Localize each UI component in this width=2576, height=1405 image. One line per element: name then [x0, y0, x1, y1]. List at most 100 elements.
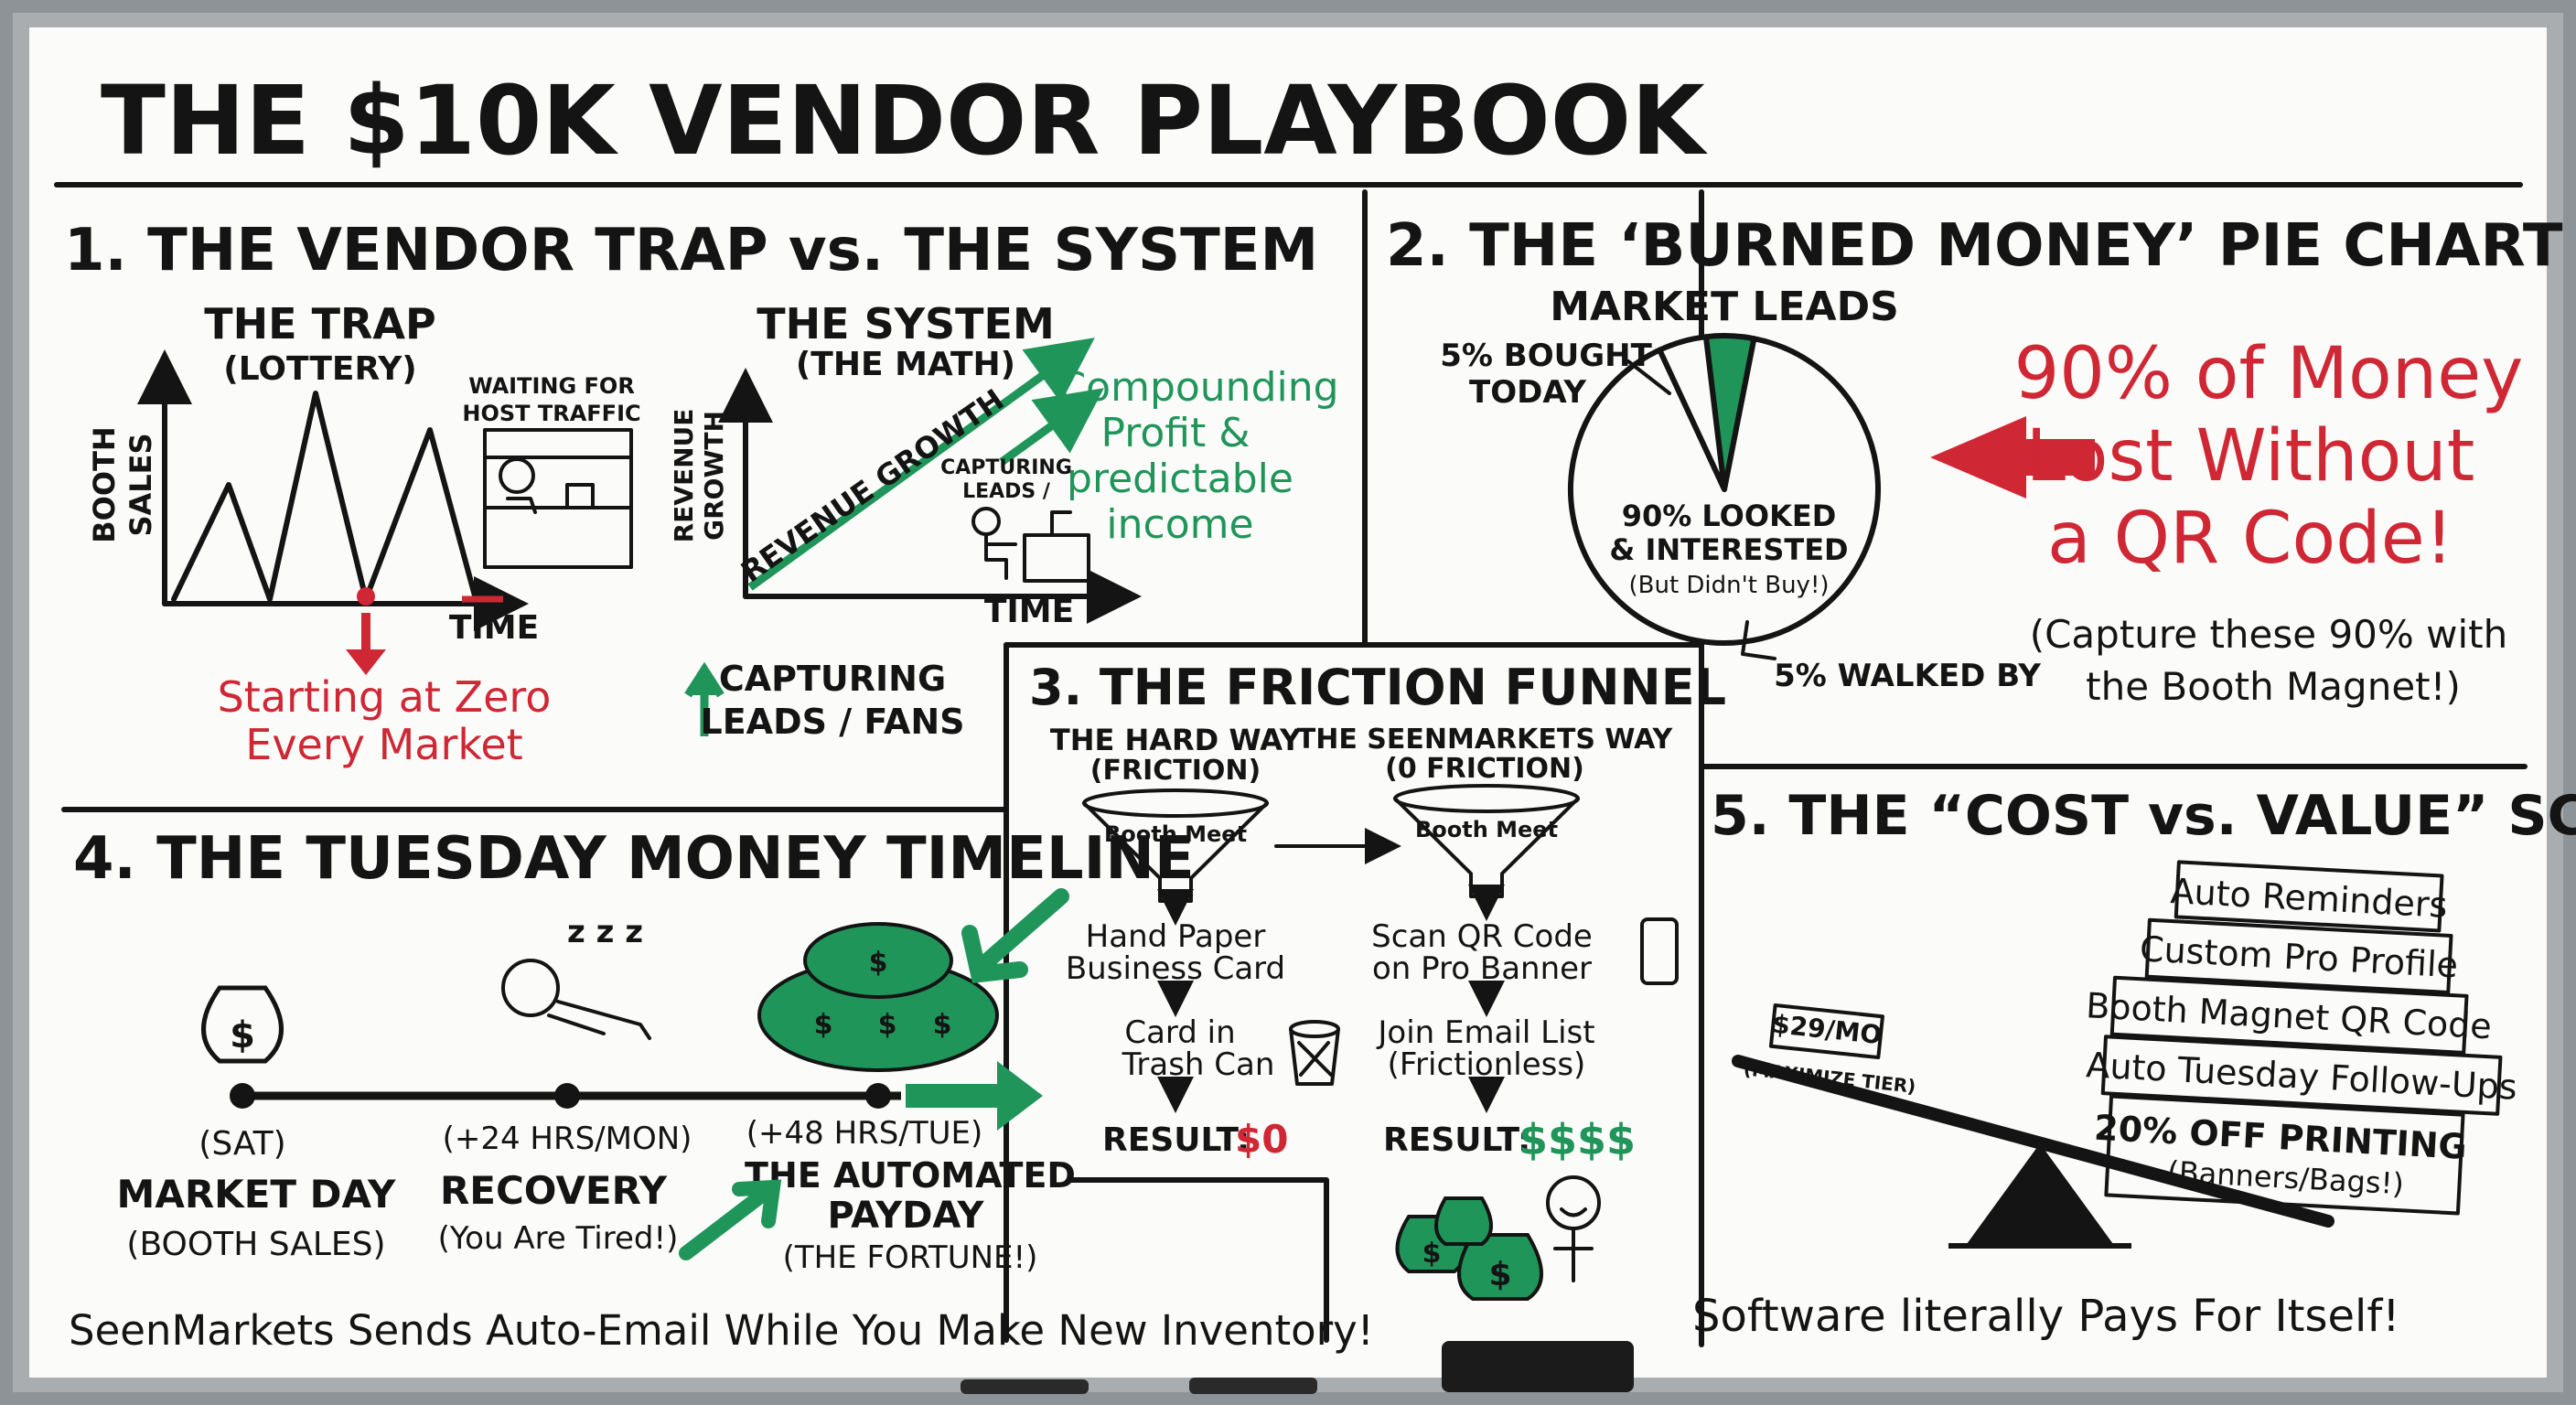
seen-step: Scan QR Code — [1371, 918, 1593, 955]
value-block — [2144, 917, 2453, 994]
pie-title: MARKET LEADS — [1550, 284, 1899, 330]
timeline-label: (BOOTH SALES) — [126, 1226, 385, 1263]
red-arrow-icon — [1930, 416, 2095, 499]
funnel-label: Booth Meet — [1104, 821, 1247, 847]
green-arrow-icon — [679, 1179, 782, 1260]
svg-text:$: $ — [933, 1009, 952, 1041]
hard-way-label: (FRICTION) — [1090, 755, 1261, 787]
result-label: RESULT: — [1102, 1121, 1250, 1159]
zero-arrow-icon — [346, 649, 386, 675]
section4-footer: SeenMarkets Sends Auto-Email While You M… — [69, 1306, 1374, 1355]
svg-text:$: $ — [814, 1009, 833, 1041]
marker — [961, 1379, 1089, 1394]
system-subtitle: (THE MATH) — [796, 346, 1015, 383]
capturing-small-label: CAPTURING — [940, 456, 1072, 479]
timeline-arrow-icon — [906, 1061, 1043, 1131]
seen-step: (Frictionless) — [1388, 1046, 1586, 1083]
trash-can-icon — [1289, 1020, 1340, 1086]
hard-step: Trash Can — [1122, 1046, 1275, 1083]
system-y-label: REVENUE — [669, 409, 699, 543]
looked-label: (But Didn't Buy!) — [1628, 572, 1829, 599]
timeline-label: (+48 HRS/TUE) — [746, 1115, 982, 1152]
money-lost-note: a QR Code! — [2047, 498, 2453, 580]
smiley-person-icon — [1546, 1175, 1601, 1282]
timeline-label: RECOVERY — [440, 1168, 668, 1213]
desk-worker-icon — [971, 507, 1090, 583]
funnel-label: Booth Meet — [1415, 817, 1558, 842]
seen-step: Join Email List — [1376, 1014, 1594, 1051]
section5-heading: 5. THE “COST vs. VALUE” SCALE — [1711, 784, 2576, 848]
timeline-label: (THE FORTUNE!) — [783, 1239, 1038, 1276]
capture-note: (Capture these 90% with — [2030, 612, 2508, 657]
walked-label: 5% WALKED BY — [1774, 658, 2041, 694]
board-title: THE $10K VENDOR PLAYBOOK — [101, 65, 1708, 177]
trap-x-label: TIME — [449, 609, 539, 647]
timeline-label: (SAT) — [199, 1125, 285, 1163]
capturing-leads-label: CAPTURING — [719, 659, 946, 699]
money-bag-icon: $ $ — [1395, 1196, 1543, 1301]
sleeping-person-icon — [501, 959, 651, 1040]
hard-step: Card in — [1124, 1014, 1235, 1051]
compounding-note: Profit & — [1100, 410, 1250, 456]
money-pile-icon: $ $ $ $ — [757, 922, 999, 1072]
trap-zero-point — [357, 587, 375, 606]
system-title: THE SYSTEM — [757, 299, 1054, 349]
timeline-point — [554, 1083, 580, 1109]
bought-label: 5% BOUGHT — [1440, 338, 1652, 374]
trap-subtitle: (LOTTERY) — [223, 350, 417, 388]
seen-way-label: THE SEENMARKETS WAY — [1297, 724, 1674, 756]
timeline-label: (You Are Tired!) — [438, 1220, 679, 1257]
svg-text:$: $ — [1488, 1256, 1511, 1293]
growth-arrow — [999, 388, 1104, 466]
system-x-label: TIME — [984, 593, 1074, 630]
timeline-label: (+24 HRS/MON) — [443, 1121, 692, 1157]
capturing-leads-label: LEADS / FANS — [700, 702, 964, 742]
hard-way-label: THE HARD WAY — [1050, 723, 1302, 757]
capture-note: the Booth Magnet!) — [2086, 664, 2461, 709]
hard-result: $0 — [1235, 1117, 1288, 1162]
section3-heading: 3. THE FRICTION FUNNEL — [1029, 659, 1726, 716]
zero-note: Every Market — [245, 720, 522, 769]
seen-result: $$$$ — [1519, 1115, 1636, 1164]
waiting-label: HOST TRAFFIC — [462, 401, 640, 426]
section4-heading: 4. THE TUESDAY MONEY TIMELINE — [73, 825, 1195, 893]
seesaw-beam — [1732, 1055, 2334, 1228]
compounding-note: predictable — [1067, 456, 1293, 502]
eraser — [1442, 1341, 1634, 1392]
trap-line — [171, 391, 478, 602]
section1-heading: 1. THE VENDOR TRAP vs. THE SYSTEM — [64, 217, 1318, 284]
compounding-note: Compounding — [1057, 364, 1338, 411]
trap-title: THE TRAP — [204, 299, 435, 349]
money-lost-note: Lost Without — [2026, 415, 2475, 498]
zero-note: Starting at Zero — [218, 672, 552, 722]
timeline-label: MARKET DAY — [117, 1172, 396, 1217]
timeline-point — [865, 1083, 891, 1109]
hard-step: Business Card — [1066, 950, 1285, 987]
bought-label: TODAY — [1469, 374, 1586, 411]
marker — [1189, 1378, 1317, 1394]
price-tag — [1768, 1003, 1884, 1060]
pie-chart — [1568, 333, 1881, 646]
timeline-label: THE AUTOMATED — [745, 1155, 1076, 1196]
vendor-booth-icon — [483, 428, 633, 569]
zzz-label: z z z — [567, 914, 643, 950]
value-block — [2109, 975, 2469, 1055]
pie-slice-walked — [1657, 334, 1727, 492]
seen-way-label: (0 FRICTION) — [1385, 753, 1584, 785]
bought-pointer — [1626, 359, 1671, 395]
capturing-arrow-icon — [684, 661, 724, 736]
capturing-small-label: LEADS / — [962, 480, 1051, 503]
seen-step: on Pro Banner — [1372, 950, 1592, 987]
growth-line — [747, 338, 1095, 591]
section2-heading: 2. THE ‘BURNED MONEY’ PIE CHART — [1386, 212, 2563, 280]
money-lost-note: 90% of Money — [2014, 333, 2524, 415]
svg-text:$: $ — [230, 1014, 255, 1056]
svg-text:$: $ — [878, 1009, 897, 1041]
result-label: RESULT: — [1383, 1121, 1530, 1159]
trap-y-label: SALES — [123, 433, 158, 536]
hard-step: Hand Paper — [1086, 918, 1266, 955]
looked-label: & INTERESTED — [1609, 532, 1848, 567]
value-block — [2104, 1094, 2465, 1216]
board-surface — [29, 27, 2547, 1378]
